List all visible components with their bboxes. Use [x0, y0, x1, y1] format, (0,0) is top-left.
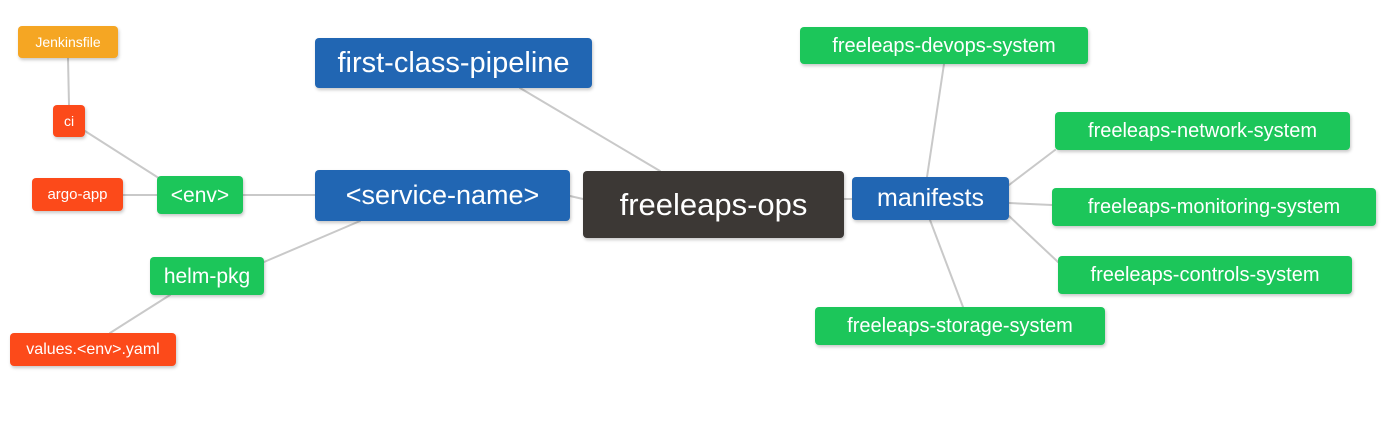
- node-service-name[interactable]: <service-name>: [315, 170, 570, 221]
- node-freeleaps-ops[interactable]: freeleaps-ops: [583, 171, 844, 238]
- node-freeleaps-network-system[interactable]: freeleaps-network-system: [1055, 112, 1350, 150]
- edge-e-manifests-storage: [929, 219, 964, 308]
- node-freeleaps-devops-system[interactable]: freeleaps-devops-system: [800, 27, 1088, 64]
- edge-e-jenkinsfile-ci: [67, 57, 70, 106]
- node-values-env-yaml[interactable]: values.<env>.yaml: [10, 333, 176, 366]
- node-env[interactable]: <env>: [157, 176, 243, 214]
- edge-e-manifests-monitor: [1008, 202, 1053, 206]
- edge-e-manifests-devops: [926, 63, 945, 178]
- node-helm-pkg[interactable]: helm-pkg: [150, 257, 264, 295]
- edge-e-helm-values: [109, 294, 171, 334]
- node-ci[interactable]: ci: [53, 105, 85, 137]
- edge-e-pipeline-ops: [519, 87, 661, 172]
- node-freeleaps-storage-system[interactable]: freeleaps-storage-system: [815, 307, 1105, 345]
- node-argo-app[interactable]: argo-app: [32, 178, 123, 211]
- node-freeleaps-monitoring-system[interactable]: freeleaps-monitoring-system: [1052, 188, 1376, 226]
- edge-e-service-ops: [569, 195, 584, 200]
- node-freeleaps-controls-system[interactable]: freeleaps-controls-system: [1058, 256, 1352, 294]
- edge-e-ci-env: [84, 130, 166, 183]
- edge-e-service-helm: [263, 220, 361, 263]
- node-jenkinsfile[interactable]: Jenkinsfile: [18, 26, 118, 58]
- node-manifests[interactable]: manifests: [852, 177, 1009, 220]
- edge-e-manifests-network: [1008, 149, 1056, 186]
- node-first-class-pipeline[interactable]: first-class-pipeline: [315, 38, 592, 88]
- edge-e-manifests-controls: [1008, 215, 1059, 263]
